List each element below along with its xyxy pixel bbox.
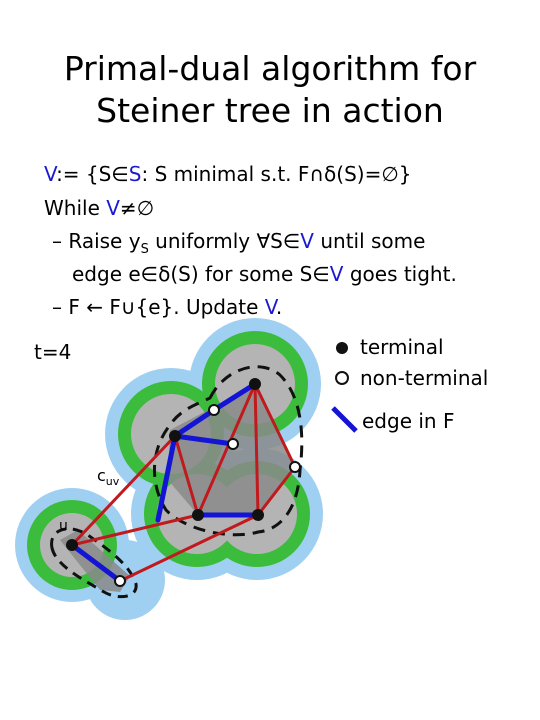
- edge-red-5: [253, 383, 260, 516]
- non-terminal-node: [114, 575, 126, 587]
- edge-blue-6: [69, 542, 123, 584]
- algorithm-line-3: – Raise yS uniformly ∀S∈V until some: [52, 229, 426, 257]
- component-outline-small: [50, 527, 138, 599]
- page-title: Primal-dual algorithm for Steiner tree i…: [0, 48, 540, 132]
- red-edges: [70, 383, 297, 583]
- legend-terminal-label: terminal: [360, 335, 444, 359]
- cuv-label: cuv: [97, 466, 120, 488]
- terminal-node: [192, 509, 204, 521]
- edge-red-6: [253, 383, 297, 468]
- non-terminals: [114, 404, 301, 587]
- edge-blue-4: [155, 433, 178, 523]
- algorithm-line-2: While V≠∅: [44, 196, 155, 220]
- terminal-node: [66, 539, 78, 551]
- title-line-2: Steiner tree in action: [96, 91, 444, 130]
- legend-terminal-marker: [336, 342, 348, 354]
- edge-red-8: [256, 466, 297, 516]
- u-label: u: [59, 518, 68, 534]
- edge-red-2: [71, 513, 199, 547]
- algorithm-line-1: V:= {S∈S: S minimal s.t. F∩δ(S)=∅}: [44, 162, 412, 186]
- terminals: [66, 378, 264, 551]
- non-terminal-node: [289, 461, 301, 473]
- non-terminal-node: [208, 404, 220, 416]
- edge-red-3: [119, 513, 259, 583]
- title-line-1: Primal-dual algorithm for: [63, 49, 477, 88]
- legend-edge-label: edge in F: [362, 409, 455, 433]
- terminal-node: [252, 509, 264, 521]
- calV-symbol: V: [44, 162, 57, 186]
- terminal-node: [169, 430, 181, 442]
- legend-non-terminal-label: non-terminal: [360, 366, 489, 390]
- edge-blue-2: [211, 381, 258, 413]
- terminal-node: [249, 378, 261, 390]
- edge-red-4: [196, 383, 257, 516]
- edge-red-7: [173, 435, 200, 516]
- edge-blue-3: [172, 433, 236, 447]
- legend-edge-marker: [331, 406, 358, 433]
- non-terminal-node: [227, 438, 239, 450]
- time-label: t=4: [34, 340, 72, 364]
- edge-blue-1: [172, 407, 217, 439]
- edge-red-1: [70, 434, 177, 547]
- algorithm-line-5: – F ← F∪{e}. Update V.: [52, 295, 283, 319]
- blue-edges: [69, 381, 261, 584]
- component-outline-large: [153, 365, 304, 537]
- legend-non-terminal-marker: [335, 371, 349, 385]
- algorithm-line-4: edge e∈δ(S) for some S∈V goes tight.: [72, 262, 457, 286]
